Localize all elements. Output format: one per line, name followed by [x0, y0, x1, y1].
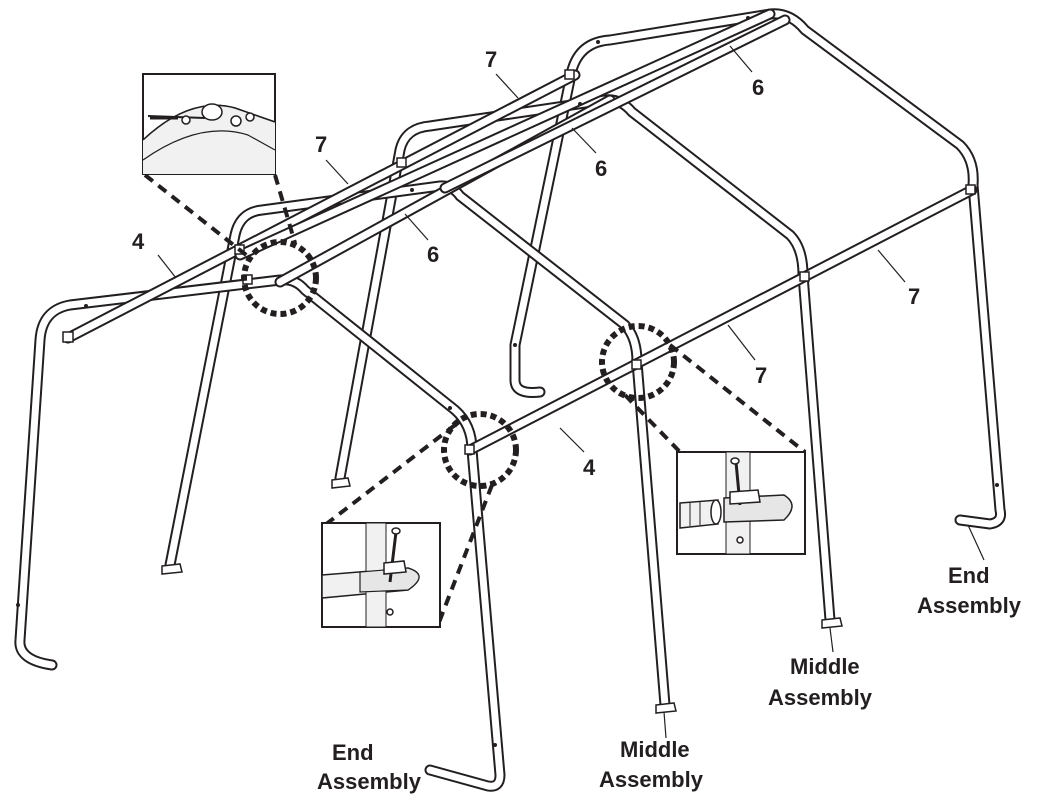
- label-middle-assembly-front-line1: Middle: [620, 737, 690, 762]
- part-label-6-a: 6: [752, 75, 764, 100]
- label-middle-assembly-back-line2: Assembly: [768, 685, 873, 710]
- ridge-purlins: [274, 14, 791, 288]
- inset-ridge-connector: [142, 73, 276, 175]
- label-end-assembly-back-line2: Assembly: [917, 593, 1022, 618]
- inset-side-bolt: [676, 451, 806, 555]
- inset-eave-bolt: [321, 522, 441, 628]
- part-label-4-left: 4: [132, 229, 145, 254]
- label-middle-assembly-back-line1: Middle: [790, 654, 860, 679]
- joint-fittings: [16, 16, 999, 747]
- label-end-assembly-back-line1: End: [948, 563, 990, 588]
- part-labels: 4 4 6 6 6 7 7 7 7: [132, 45, 920, 480]
- frame-tubes: [14, 8, 1006, 792]
- left-side-purlins: [62, 8, 776, 344]
- right-side-rails: [464, 184, 978, 456]
- part-label-7-c: 7: [908, 284, 920, 309]
- part-label-7-a: 7: [485, 47, 497, 72]
- callout-ring-side: [599, 323, 677, 401]
- assembly-labels: End Assembly Middle Assembly Middle Asse…: [317, 524, 1022, 794]
- label-end-assembly-front-line1: End: [332, 740, 374, 765]
- end-arch-front: [14, 274, 506, 792]
- label-middle-assembly-front-line2: Assembly: [599, 767, 704, 792]
- part-label-4-center: 4: [583, 455, 596, 480]
- part-label-6-c: 6: [427, 242, 439, 267]
- detail-callouts: [143, 173, 807, 626]
- part-label-7-d: 7: [755, 363, 767, 388]
- callout-ring-ridge: [241, 239, 319, 317]
- callout-ring-eave: [441, 411, 519, 489]
- part-label-7-b: 7: [315, 132, 327, 157]
- foot-plates: [161, 477, 843, 714]
- label-end-assembly-front-line2: Assembly: [317, 769, 422, 794]
- part-label-6-b: 6: [595, 156, 607, 181]
